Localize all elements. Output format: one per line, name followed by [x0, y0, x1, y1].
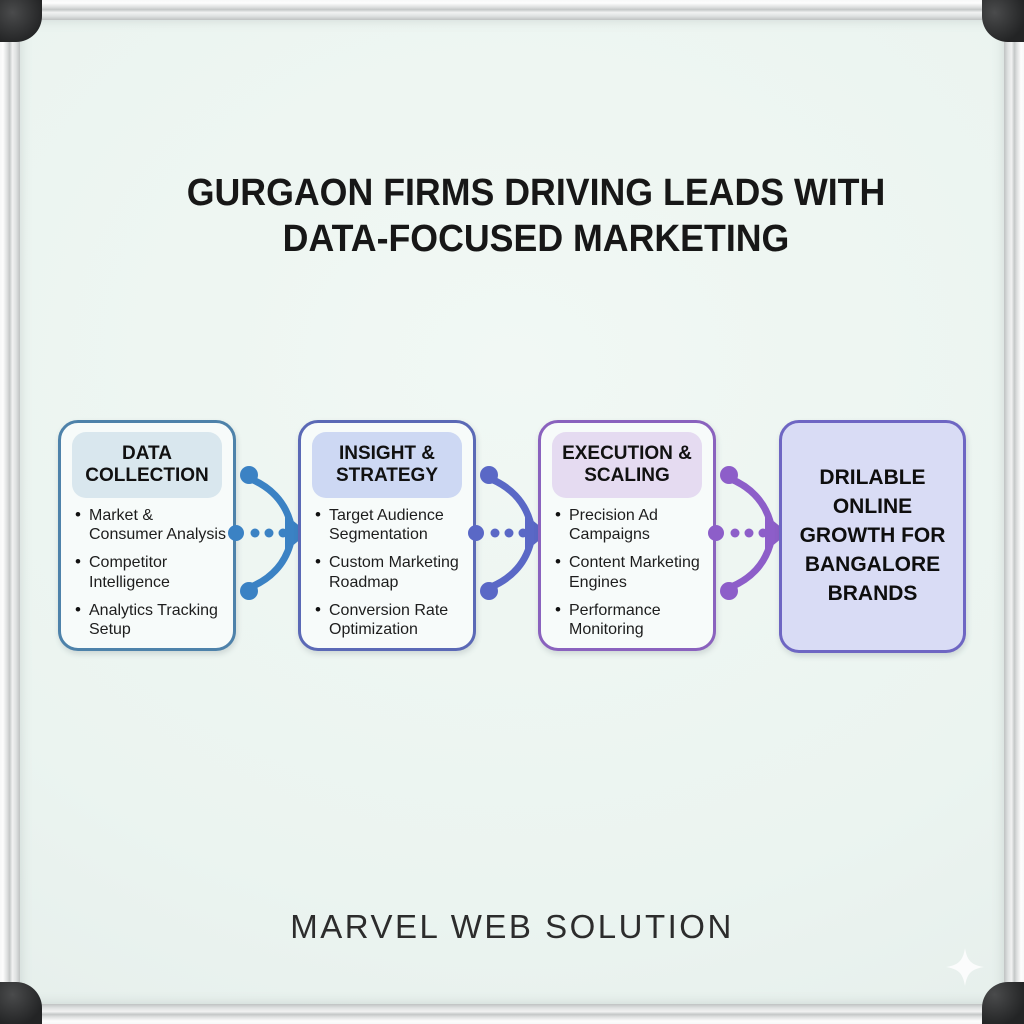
frame-corner-bottom-right: [982, 982, 1024, 1024]
stage-bullet-list: Precision Ad Campaigns Content Marketing…: [551, 505, 707, 639]
stage-bullet-item: Market & Consumer Analysis: [75, 505, 227, 544]
stage-card-insight-strategy: INSIGHT & STRATEGY Target Audience Segme…: [298, 420, 476, 651]
stage-header: EXECUTION & SCALING: [552, 432, 702, 498]
frame-edge-left: [0, 0, 20, 1024]
stage-bullet-item: Precision Ad Campaigns: [555, 505, 707, 544]
flow-arrow-icon: [708, 457, 788, 609]
stage-header: DATA COLLECTION: [72, 432, 222, 498]
brand-footer: MARVEL WEB SOLUTION: [290, 908, 734, 945]
stage-bullet-item: Analytics Tracking Setup: [75, 600, 227, 639]
stage-header: INSIGHT & STRATEGY: [312, 432, 462, 498]
page-title-line-1: GURGAON FIRMS DRIVING LEADS WITH: [186, 172, 886, 214]
outcome-card: DRILABLE ONLINE GROWTH FOR BANGALORE BRA…: [779, 420, 966, 653]
stage-bullet-item: Performance Monitoring: [555, 600, 707, 639]
stage-card-data-collection: DATA COLLECTION Market & Consumer Analys…: [58, 420, 236, 651]
sparkle-icon: [944, 946, 986, 988]
stage-bullet-item: Target Audience Segmentation: [315, 505, 467, 544]
frame-edge-top: [0, 0, 1024, 20]
stage-card-execution-scaling: EXECUTION & SCALING Precision Ad Campaig…: [538, 420, 716, 651]
outcome-label: DRILABLE ONLINE GROWTH FOR BANGALORE BRA…: [799, 466, 946, 605]
page-title-line-2: DATA-FOCUSED MARKETING: [282, 218, 790, 261]
stage-bullet-item: Content Marketing Engines: [555, 552, 707, 591]
flow-arrow-icon: [228, 457, 308, 609]
page-title: GURGAON FIRMS DRIVING LEADS WITH DATA-FO…: [75, 170, 996, 263]
stage-bullet-item: Conversion Rate Optimization: [315, 600, 467, 639]
flow-arrow-icon: [468, 457, 548, 609]
stage-bullet-list: Market & Consumer Analysis Competitor In…: [71, 505, 227, 639]
stage-bullet-list: Target Audience Segmentation Custom Mark…: [311, 505, 467, 639]
stage-bullet-item: Competitor Intelligence: [75, 552, 227, 591]
stage-bullet-item: Custom Marketing Roadmap: [315, 552, 467, 591]
